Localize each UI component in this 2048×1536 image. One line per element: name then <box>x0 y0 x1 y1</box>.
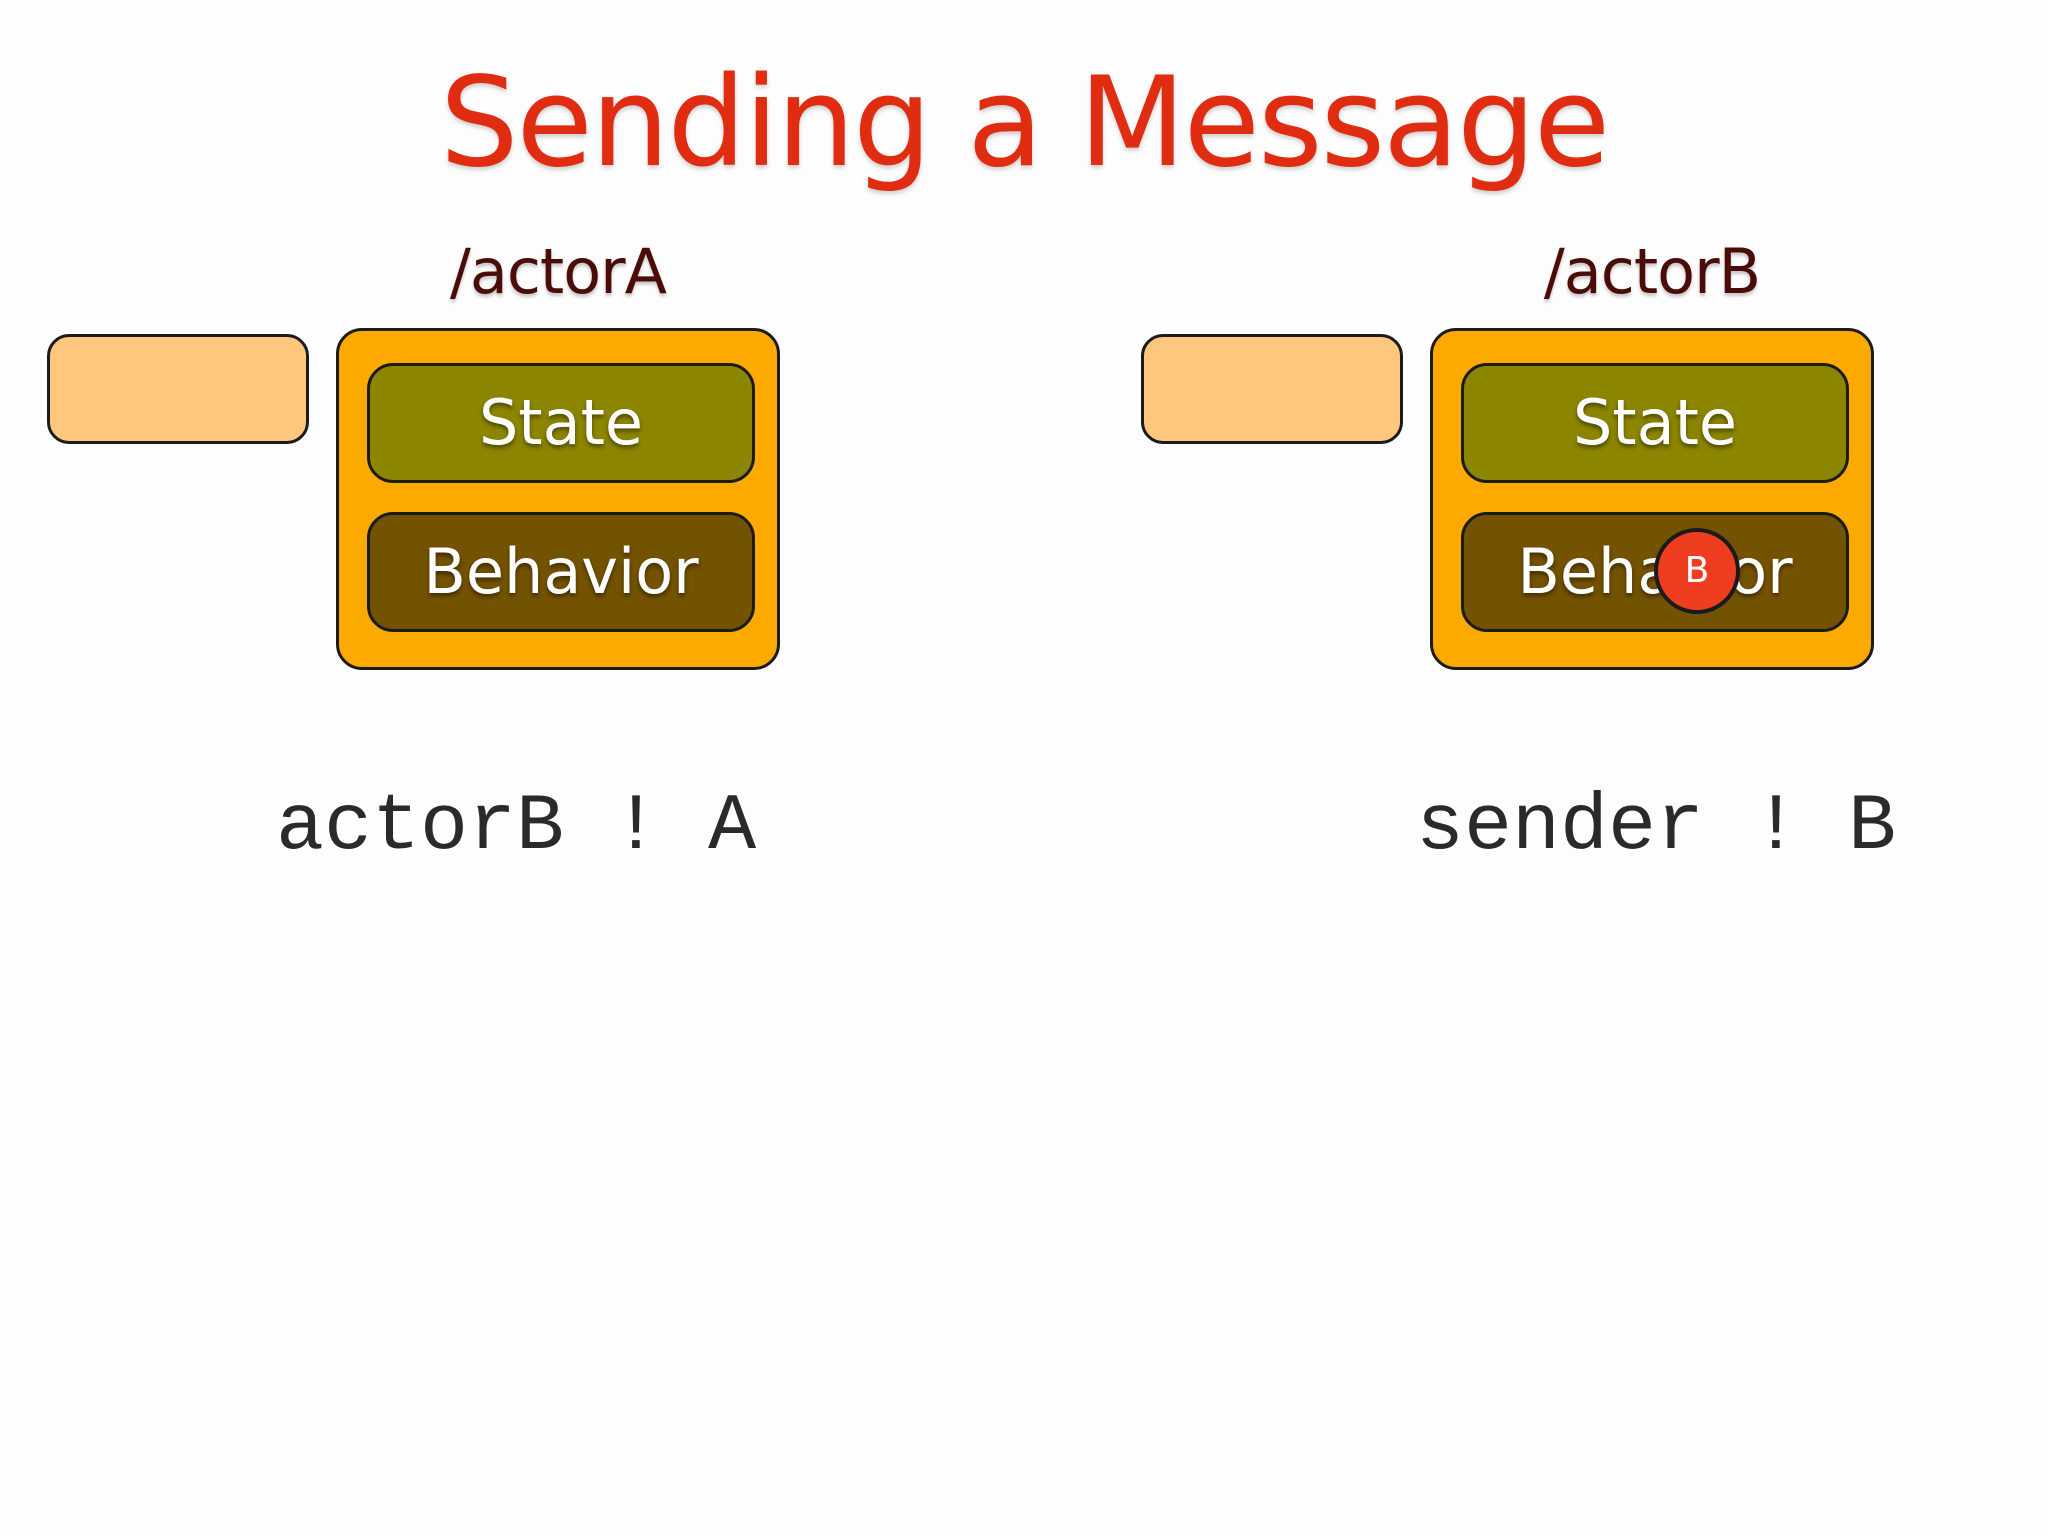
actor-a-state: State <box>367 363 755 483</box>
actor-a-code: actorB ! A <box>276 782 757 873</box>
actor-b-box: State Behavior B <box>1430 328 1874 670</box>
actor-a-behavior: Behavior <box>367 512 755 632</box>
actor-a-name: /actorA <box>449 235 667 308</box>
actor-b-mailbox <box>1141 334 1403 444</box>
message-bubble: B <box>1654 528 1740 614</box>
actor-b-name: /actorB <box>1543 235 1761 308</box>
slide-title: Sending a Message <box>439 51 1610 195</box>
actor-a-mailbox <box>47 334 309 444</box>
actor-a-box: State Behavior <box>336 328 780 670</box>
actor-b-code: sender ! B <box>1416 782 1897 873</box>
actor-b-state: State <box>1461 363 1849 483</box>
actor-b-behavior: Behavior B <box>1461 512 1849 632</box>
